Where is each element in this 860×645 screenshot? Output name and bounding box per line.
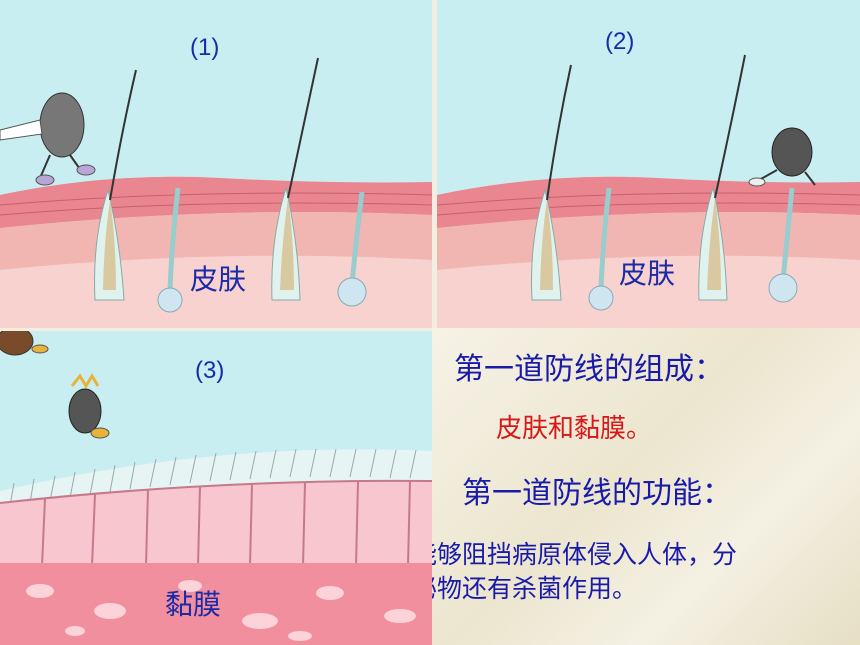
panel-skin-1: (1) 皮肤 (0, 0, 432, 328)
tissue-label-mucosa: 黏膜 (165, 588, 222, 621)
panel-mucosa: (3) 黏膜 (0, 331, 432, 645)
answer-function: 能够阻挡病原体侵入人体，分 泌物还有杀菌作用。 (432, 538, 858, 606)
panel-number-3: (3) (195, 357, 225, 384)
skin-illustration-1 (0, 0, 432, 328)
skin-illustration-2 (437, 0, 860, 328)
answer-composition: 皮肤和黏膜。 (496, 414, 653, 444)
answer-function-line1: 能够阻挡病原体侵入人体，分 (432, 540, 738, 569)
tissue-label-skin-1: 皮肤 (190, 263, 247, 296)
tissue-label-skin-2: 皮肤 (619, 257, 676, 290)
panel-number-2: (2) (605, 28, 635, 55)
panel-skin-2: (2) 皮肤 (437, 0, 860, 328)
mucosa-illustration (0, 331, 432, 645)
answer-function-line2: 泌物还有杀菌作用。 (432, 574, 638, 603)
heading-function: 第一道防线的功能： (462, 476, 732, 511)
panel-number-1: (1) (190, 34, 220, 61)
text-area: 第一道防线的组成： 皮肤和黏膜。 第一道防线的功能： 能够阻挡病原体侵入人体，分… (432, 328, 860, 645)
heading-composition: 第一道防线的组成： (454, 352, 724, 387)
